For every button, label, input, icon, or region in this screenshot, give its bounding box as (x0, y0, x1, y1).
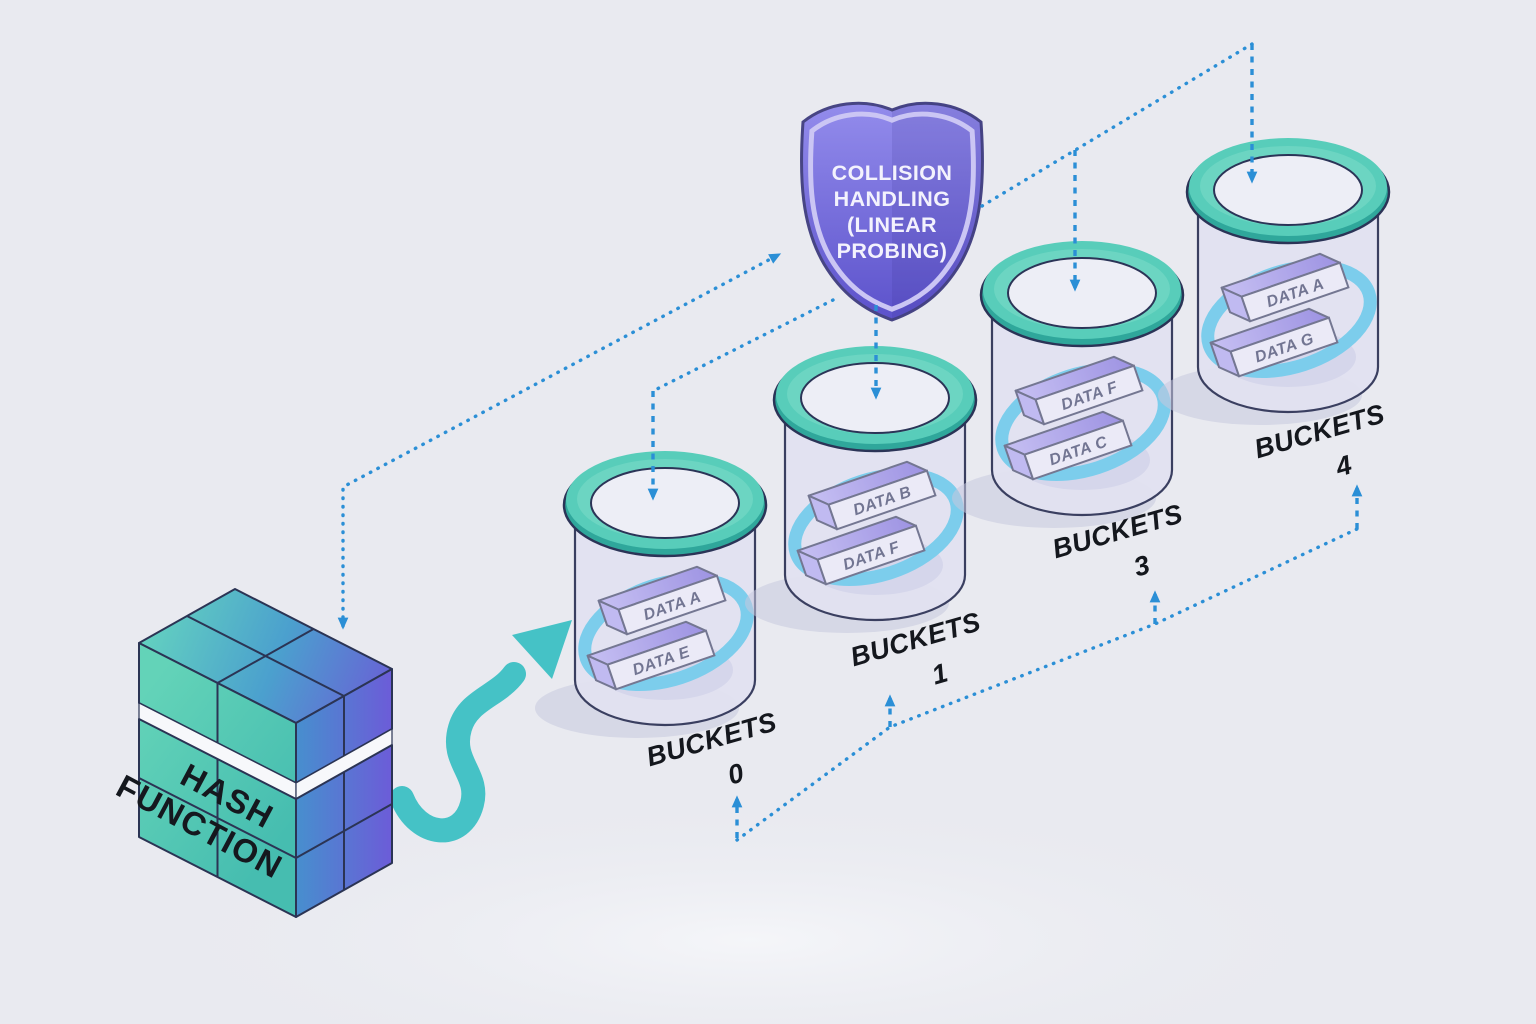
data-chip-face (827, 469, 937, 531)
shield-title-line1: COLLISION (832, 161, 953, 185)
shield-title-line4: PROBING) (837, 239, 948, 263)
data-chip-face (1034, 364, 1144, 426)
bucket-number-text: 0 (724, 757, 747, 790)
bucket-glass (785, 400, 965, 620)
hash-function-block: HASH FUNCTION (111, 588, 393, 918)
data-chip: DATA G (1209, 307, 1339, 378)
arrow-shield-to-bucket4-diagonal (980, 42, 1254, 208)
bucket-glass (1198, 192, 1378, 412)
floor-glow (110, 790, 1390, 1024)
data-chip: DATA F (796, 515, 926, 586)
flow-arrows (337, 42, 1363, 842)
bucket-outline (573, 505, 757, 727)
shield-shade (892, 103, 983, 320)
arrow-hash-to-shield (337, 253, 782, 630)
bucket-number-text: 4 (1331, 449, 1355, 482)
arrow-shield-to-bucket0-diagonal (651, 298, 835, 393)
shield-title-line3: (LINEAR (847, 213, 937, 237)
shield-title-line2: HANDLING (834, 187, 951, 211)
data-chip-face (1229, 316, 1339, 378)
bucket-opening (1213, 154, 1363, 226)
data-chip-face (1240, 261, 1350, 323)
shield-inner-border (808, 111, 976, 312)
data-chip-face (606, 629, 716, 691)
bucket-number-text: 1 (928, 657, 951, 690)
bucket-outline (783, 400, 967, 622)
bucket-outline (1196, 192, 1380, 414)
bucket-outline (990, 295, 1174, 517)
bucket-opening (1007, 257, 1157, 329)
data-chip-face (816, 524, 926, 586)
flow-wave-arrow-icon (390, 620, 572, 843)
shield-title: COLLISION HANDLING (LINEAR PROBING) (832, 161, 953, 263)
bucket-glass (992, 295, 1172, 515)
data-chip-face (1023, 419, 1133, 481)
collision-shield: COLLISION HANDLING (LINEAR PROBING) (799, 101, 985, 322)
bucket-number-text: 3 (1130, 549, 1153, 582)
shield-shape (799, 101, 985, 322)
arrow-bottom-rail (735, 527, 1359, 842)
bucket-opening (590, 467, 740, 539)
